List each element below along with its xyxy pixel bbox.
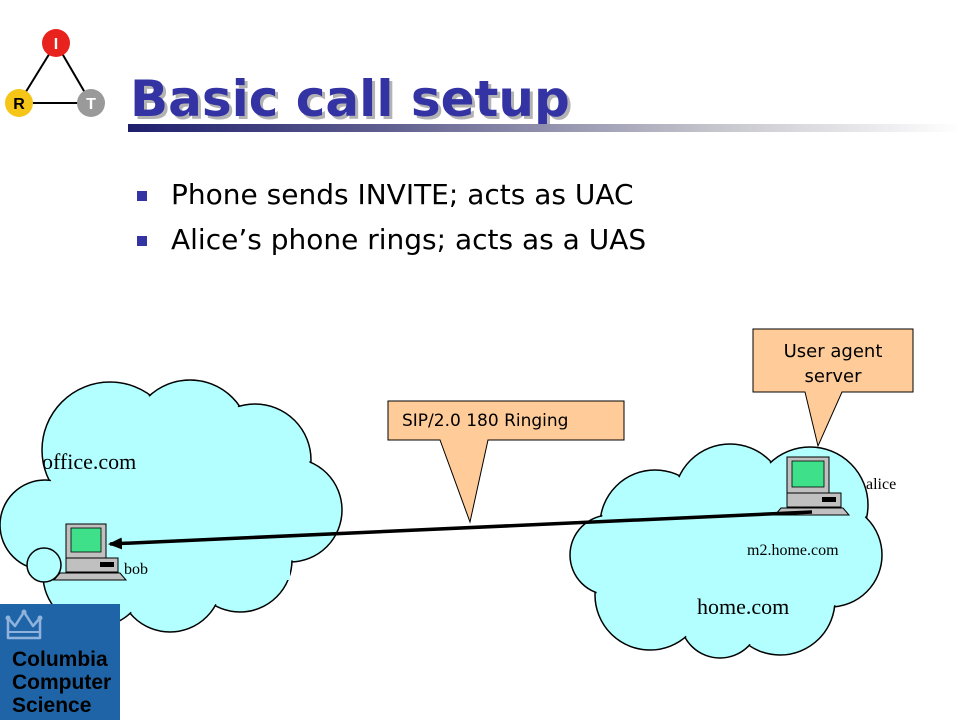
bullet-square-icon — [137, 236, 147, 246]
crown-icon — [5, 609, 43, 640]
logo-letter-r: R — [13, 96, 25, 113]
logo-right-circle — [77, 89, 105, 117]
computer-line: Computer — [12, 671, 112, 694]
bullet-text: Alice’s phone rings; acts as a UAS — [171, 223, 647, 256]
alice-label: alice — [866, 476, 896, 493]
uas-callout-line-2: server — [805, 366, 863, 387]
bob-computer-icon — [52, 523, 128, 581]
bullet-text: Phone sends INVITE; acts as UAC — [171, 178, 634, 211]
bullet-item: Alice’s phone rings; acts as a UAS — [137, 217, 646, 262]
home-domain-label: home.com — [697, 594, 789, 619]
columbia-text: Columbia Computer Science — [12, 648, 111, 717]
ringing-callout-text: SIP/2.0 180 Ringing — [402, 411, 568, 431]
office-cloud-puff — [26, 547, 62, 583]
science-line: Science — [12, 694, 92, 717]
alice-computer-icon — [773, 456, 851, 516]
slide-title: Basic call setup — [130, 70, 570, 128]
response-arrow — [108, 510, 813, 550]
logo-letter-i: I — [54, 36, 58, 53]
ringing-callout — [387, 400, 625, 524]
columbia-line: Columbia — [12, 648, 108, 671]
title-underline — [128, 124, 960, 132]
office-domain-label: office.com — [42, 449, 136, 474]
irt-logo: I R T — [5, 29, 105, 117]
bullet-square-icon — [137, 191, 147, 201]
uas-callout-line-1: User agent — [784, 341, 883, 362]
logo-left-circle — [5, 89, 33, 117]
logo-letter-t: T — [86, 96, 96, 113]
bullet-item: Phone sends INVITE; acts as UAC — [137, 172, 646, 217]
bullet-list: Phone sends INVITE; acts as UAC Alice’s … — [137, 172, 646, 262]
columbia-branding — [0, 604, 120, 720]
logo-top-circle — [42, 29, 70, 57]
alice-host-label: m2.home.com — [747, 542, 839, 559]
uas-callout — [752, 328, 914, 448]
bob-label: bob — [124, 561, 148, 578]
